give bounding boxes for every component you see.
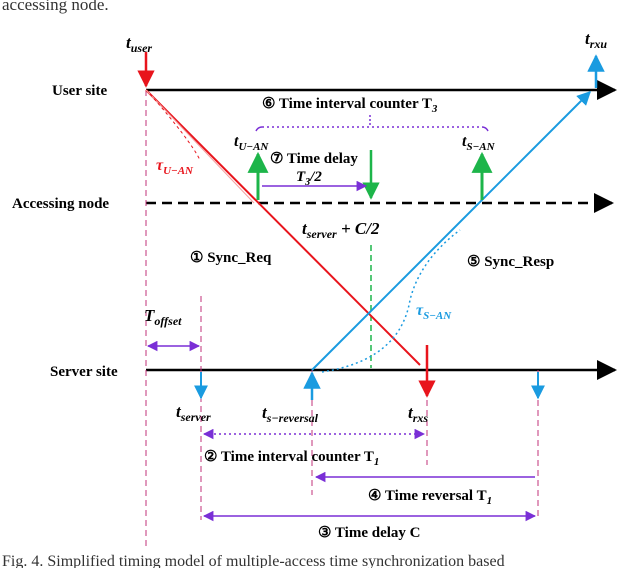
annotation-time-interval-t1: ② Time interval counter T1	[204, 449, 379, 468]
annotation-time-reversal-t1: ④ Time reversal T1	[368, 488, 492, 507]
t-user-label: tuser	[126, 33, 152, 55]
row-label-accessing-node: Accessing node	[12, 196, 109, 212]
annotation-sync-req: ① Sync_Req	[190, 250, 272, 266]
t-reversal-label: ts−reversal	[262, 403, 319, 425]
annotation-sync-resp: ⑤ Sync_Resp	[467, 254, 554, 270]
figure-caption: Fig. 4. Simplified timing model of multi…	[2, 553, 505, 568]
t-u-an-label: tU−AN	[234, 133, 269, 153]
row-label-user-site: User site	[52, 83, 107, 99]
tau-s-an-brace	[321, 229, 461, 373]
interval-t3-right-hook	[481, 126, 489, 132]
sync-resp-signal-line	[311, 91, 591, 371]
tau-u-an-guide-line	[145, 89, 255, 204]
t-s-an-label: tS−AN	[462, 133, 496, 153]
annotation-time-delay-c: ③ Time delay C	[318, 525, 420, 541]
row-label-server-site: Server site	[50, 364, 118, 380]
tau-u-an-brace	[149, 93, 201, 161]
tau-u-an-label: τU−AN	[156, 157, 194, 177]
t-rxs-label: trxs	[408, 403, 428, 425]
t-server-label: tserver	[176, 402, 211, 424]
t-rxu-label: trxu	[585, 29, 607, 51]
interval-t3-left-hook	[255, 126, 263, 132]
tau-s-an-label: τS−AN	[416, 302, 452, 322]
t-server-c2-label: tserver + C/2	[302, 219, 380, 241]
t3-half-label: T3/2	[296, 169, 322, 188]
t-offset-label: Toffset	[144, 306, 182, 328]
sync-req-signal-line	[145, 89, 421, 366]
header-fragment: accessing node.	[2, 0, 109, 14]
annotation-time-interval-t3: ⑥ Time interval counter T3	[262, 96, 438, 115]
annotation-time-delay-7: ⑦ Time delay	[270, 151, 358, 167]
